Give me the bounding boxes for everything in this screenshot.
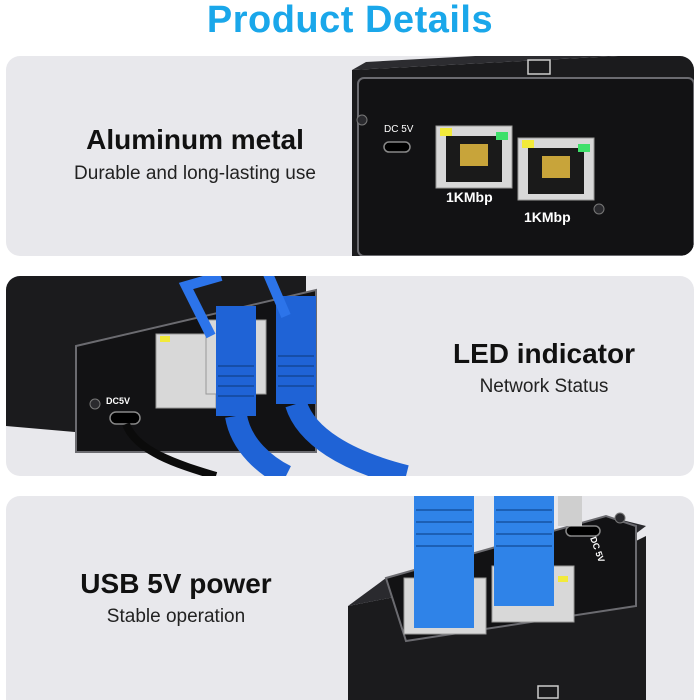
ethernet-latch-1 xyxy=(178,276,223,339)
ethernet-cable-2 xyxy=(285,400,409,476)
plug-ridges xyxy=(218,355,314,397)
ethernet-plug-1 xyxy=(216,306,256,416)
feature-headline: Aluminum metal xyxy=(86,124,304,155)
power-port-label: DC 5V xyxy=(384,124,414,135)
switch-top-illustration: DC 5V xyxy=(348,496,646,700)
led-yellow-icon xyxy=(160,336,170,342)
ethernet-plug-1 xyxy=(414,496,474,628)
feature-panel-led: LED indicator Network Status DC5V xyxy=(6,276,694,476)
port-1-speed-label: 1KMbp xyxy=(446,189,493,205)
led-green-icon xyxy=(496,132,508,140)
screw-icon xyxy=(593,203,605,215)
power-port-label: DC5V xyxy=(106,396,130,406)
ethernet-latch-2 xyxy=(263,276,291,318)
ethernet-plug-2 xyxy=(494,496,554,606)
feature-description: Network Status xyxy=(479,376,609,397)
feature-headline: USB 5V power xyxy=(80,568,272,599)
led-yellow-icon xyxy=(558,576,568,582)
usb-power-cable xyxy=(558,496,582,526)
plug-ridges xyxy=(416,509,552,547)
switch-cables-illustration: DC5V xyxy=(6,276,409,476)
usb-power-cable xyxy=(122,422,218,476)
switch-front-illustration: DC 5V 1KMbp 1KMbp xyxy=(352,56,694,256)
screw-icon xyxy=(356,114,368,126)
network-icon xyxy=(527,59,551,75)
led-yellow-icon xyxy=(522,140,534,148)
device-top-edge xyxy=(352,56,618,70)
usb-c-port-icon xyxy=(565,525,601,537)
feature-panel-usb-power: USB 5V power Stable operation DC 5V xyxy=(6,496,694,700)
page-title: Product Details xyxy=(206,0,494,41)
ethernet-port-1-pins xyxy=(460,144,488,166)
ethernet-cable-1 xyxy=(225,413,292,476)
led-yellow-icon xyxy=(440,128,452,136)
led-green-icon xyxy=(578,144,590,152)
usb-c-port-icon xyxy=(109,411,141,425)
feature-description: Stable operation xyxy=(106,606,246,627)
network-icon xyxy=(537,685,559,699)
feature-panel-aluminum: Aluminum metal Durable and long-lasting … xyxy=(6,56,694,256)
ethernet-port-2-pins xyxy=(542,156,570,178)
screw-icon xyxy=(89,398,101,410)
port-2-speed-label: 1KMbp xyxy=(524,209,571,225)
screw-icon xyxy=(614,512,626,524)
feature-description: Durable and long-lasting use xyxy=(74,163,316,184)
usb-c-port-icon xyxy=(383,141,411,153)
feature-headline: LED indicator xyxy=(452,338,635,369)
